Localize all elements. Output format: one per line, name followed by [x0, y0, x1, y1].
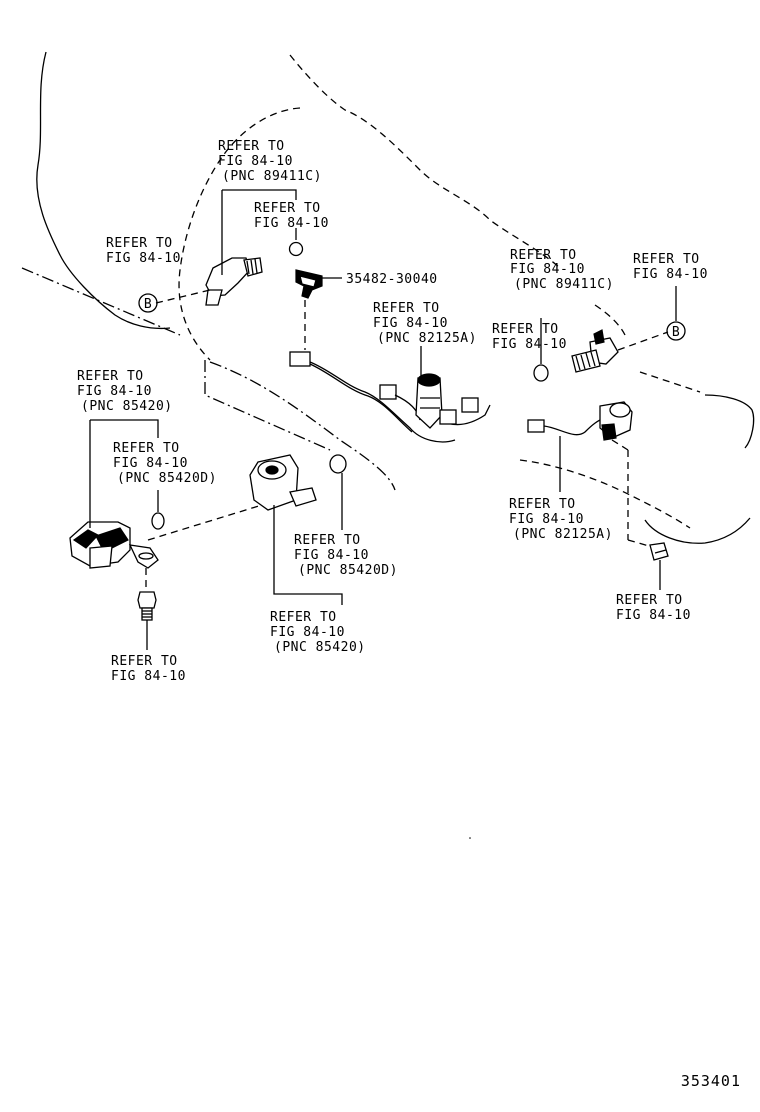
svg-text:REFER TO: REFER TO: [616, 593, 683, 608]
svg-text:FIG 84-10: FIG 84-10: [633, 267, 708, 282]
svg-text:(PNC 85420D): (PNC 85420D): [117, 471, 217, 486]
figure-number: 353401: [681, 1072, 741, 1090]
bolt-left: [137, 591, 157, 621]
callout-4-part-number: 35482-30040: [346, 272, 438, 287]
wire-harness: [289, 351, 491, 443]
svg-text:FIG 84-10: FIG 84-10: [510, 262, 585, 277]
svg-text:FIG 84-10: FIG 84-10: [616, 608, 691, 623]
svg-text:REFER TO: REFER TO: [492, 322, 559, 337]
leader-lines: [89, 189, 677, 605]
callout-15: REFER TO FIG 84-10: [616, 593, 691, 623]
svg-text:REFER TO: REFER TO: [77, 369, 144, 384]
svg-text:REFER TO: REFER TO: [294, 533, 361, 548]
svg-text:FIG 84-10: FIG 84-10: [509, 512, 584, 527]
sensor-harness-right: [527, 401, 633, 441]
callout-13: REFER TO FIG 84-10: [111, 654, 186, 684]
svg-text:FIG 84-10: FIG 84-10: [254, 216, 329, 231]
svg-text:REFER TO: REFER TO: [509, 497, 576, 512]
svg-text:(PNC 85420): (PNC 85420): [274, 640, 366, 655]
svg-text:(PNC 89411C): (PNC 89411C): [514, 277, 614, 292]
svg-text:REFER TO: REFER TO: [633, 252, 700, 267]
callout-14: REFER TO FIG 84-10 (PNC 82125A): [509, 497, 613, 542]
stray-dot: [469, 837, 471, 839]
svg-text:FIG 84-10: FIG 84-10: [492, 337, 567, 352]
callout-7: REFER TO FIG 84-10: [633, 252, 708, 282]
o-ring-center: [329, 454, 347, 474]
svg-text:FIG 84-10: FIG 84-10: [270, 625, 345, 640]
svg-text:(PNC 89411C): (PNC 89411C): [222, 169, 322, 184]
svg-text:FIG 84-10: FIG 84-10: [77, 384, 152, 399]
callout-2: REFER TO FIG 84-10: [254, 201, 329, 231]
svg-text:(PNC 85420): (PNC 85420): [81, 399, 173, 414]
svg-text:REFER TO: REFER TO: [373, 301, 440, 316]
svg-text:FIG 84-10: FIG 84-10: [294, 548, 369, 563]
svg-text:FIG 84-10: FIG 84-10: [218, 154, 293, 169]
clamp-part: [295, 269, 342, 299]
housing-outline: [21, 51, 755, 544]
svg-text:REFER TO: REFER TO: [254, 201, 321, 216]
solenoid-center: [249, 454, 347, 511]
svg-text:35482-30040: 35482-30040: [346, 272, 438, 287]
svg-text:REFER TO: REFER TO: [270, 610, 337, 625]
callout-12: REFER TO FIG 84-10 (PNC 85420): [270, 610, 366, 655]
svg-text:REFER TO: REFER TO: [218, 139, 285, 154]
svg-text:B: B: [144, 297, 152, 312]
callout-3: REFER TO FIG 84-10: [106, 236, 181, 266]
marker-b-right: B: [666, 321, 686, 341]
callout-1: REFER TO FIG 84-10 (PNC 89411C): [218, 139, 322, 184]
callout-6: REFER TO FIG 84-10 (PNC 89411C): [510, 248, 614, 292]
svg-text:B: B: [672, 325, 680, 340]
svg-text:REFER TO: REFER TO: [111, 654, 178, 669]
svg-text:FIG 84-10: FIG 84-10: [106, 251, 181, 266]
svg-text:REFER TO: REFER TO: [510, 248, 577, 263]
svg-text:FIG 84-10: FIG 84-10: [111, 669, 186, 684]
svg-text:(PNC 82125A): (PNC 82125A): [377, 331, 477, 346]
o-ring-upper-left: [288, 241, 304, 257]
svg-text:(PNC 85420D): (PNC 85420D): [298, 563, 398, 578]
svg-text:REFER TO: REFER TO: [113, 441, 180, 456]
speed-sensor-left: [205, 241, 304, 306]
callout-5: REFER TO FIG 84-10 (PNC 82125A): [373, 301, 477, 346]
o-ring-left: [151, 512, 165, 530]
solenoid-left: [69, 512, 165, 569]
callout-8: REFER TO FIG 84-10: [492, 322, 567, 352]
callout-11: REFER TO FIG 84-10 (PNC 85420D): [294, 533, 398, 578]
callout-10: REFER TO FIG 84-10 (PNC 85420D): [113, 441, 217, 486]
svg-text:FIG 84-10: FIG 84-10: [113, 456, 188, 471]
bolt-right: [649, 542, 669, 561]
callout-9: REFER TO FIG 84-10 (PNC 85420): [77, 369, 173, 414]
o-ring-right: [533, 364, 549, 382]
svg-text:REFER TO: REFER TO: [106, 236, 173, 251]
marker-b-left: B: [138, 293, 158, 313]
svg-text:(PNC 82125A): (PNC 82125A): [513, 527, 613, 542]
speed-sensor-right: [533, 329, 619, 382]
svg-text:FIG 84-10: FIG 84-10: [373, 316, 448, 331]
